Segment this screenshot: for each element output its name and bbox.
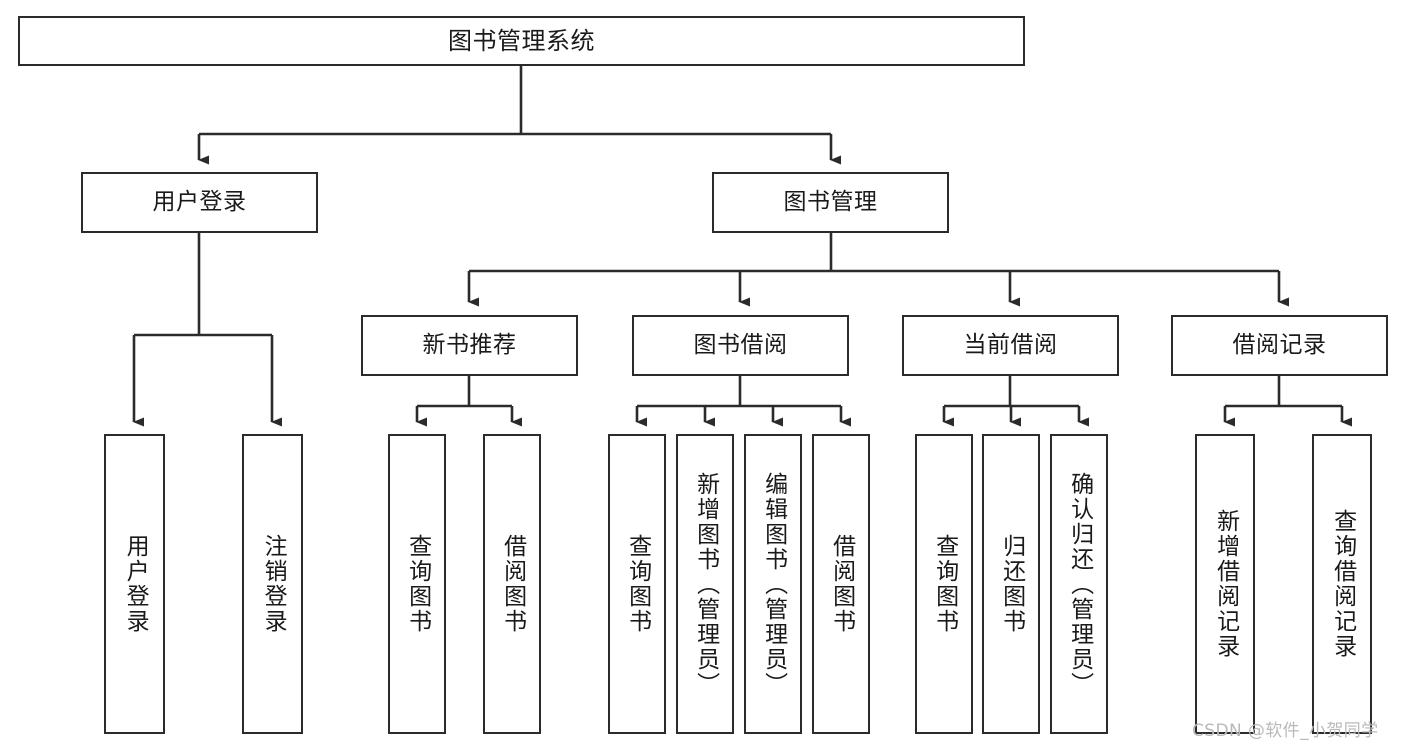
leaf-borrow-borrow-book[interactable]: 借阅图书 xyxy=(812,434,870,734)
leaf-user-login-signout[interactable]: 注销登录 xyxy=(242,434,303,734)
node-label: 借阅图书 xyxy=(499,534,526,634)
leaf-current-confirm-return-admin[interactable]: 确认归还（管理员） xyxy=(1050,434,1108,734)
node-book-borrow[interactable]: 图书借阅 xyxy=(632,315,849,376)
leaf-record-add-record[interactable]: 新增借阅记录 xyxy=(1195,434,1255,734)
node-label: 图书借阅 xyxy=(693,331,788,358)
node-label: 归还图书 xyxy=(998,534,1025,634)
node-label: 新增借阅记录 xyxy=(1212,509,1239,659)
leaf-record-query-record[interactable]: 查询借阅记录 xyxy=(1312,434,1372,734)
node-label: 新书推荐 xyxy=(422,331,517,358)
node-label: 用户登录 xyxy=(152,188,247,215)
leaf-borrow-edit-book-admin[interactable]: 编辑图书（管理员） xyxy=(744,434,802,734)
node-root-book-management-system[interactable]: 图书管理系统 xyxy=(18,16,1025,66)
node-label: 借阅图书 xyxy=(828,534,855,634)
leaf-recommend-query-book[interactable]: 查询图书 xyxy=(388,434,446,734)
node-current-borrow[interactable]: 当前借阅 xyxy=(902,315,1119,376)
node-label: 图书管理系统 xyxy=(448,26,595,55)
node-book-management[interactable]: 图书管理 xyxy=(712,172,949,233)
leaf-recommend-borrow-book[interactable]: 借阅图书 xyxy=(483,434,541,734)
leaf-borrow-query-book[interactable]: 查询图书 xyxy=(608,434,666,734)
node-user-login[interactable]: 用户登录 xyxy=(81,172,318,233)
leaf-user-login-signin[interactable]: 用户登录 xyxy=(104,434,165,734)
node-new-book-recommend[interactable]: 新书推荐 xyxy=(361,315,578,376)
node-label: 注销登录 xyxy=(260,534,287,634)
node-label: 查询图书 xyxy=(404,534,431,634)
node-label: 新增图书（管理员） xyxy=(692,471,719,697)
leaf-current-return-book[interactable]: 归还图书 xyxy=(982,434,1040,734)
node-label: 查询借阅记录 xyxy=(1329,509,1356,659)
node-label: 图书管理 xyxy=(783,188,878,215)
leaf-current-query-book[interactable]: 查询图书 xyxy=(915,434,973,734)
node-borrow-record[interactable]: 借阅记录 xyxy=(1171,315,1388,376)
watermark-text: CSDN @软件_小贺同学 xyxy=(1192,721,1379,741)
node-label: 查询图书 xyxy=(624,534,651,634)
node-label: 借阅记录 xyxy=(1232,331,1327,358)
node-label: 查询图书 xyxy=(931,534,958,634)
node-label: 编辑图书（管理员） xyxy=(760,471,787,697)
node-label: 当前借阅 xyxy=(963,331,1058,358)
node-label: 用户登录 xyxy=(122,534,149,634)
leaf-borrow-add-book-admin[interactable]: 新增图书（管理员） xyxy=(676,434,734,734)
node-label: 确认归还（管理员） xyxy=(1066,471,1093,697)
